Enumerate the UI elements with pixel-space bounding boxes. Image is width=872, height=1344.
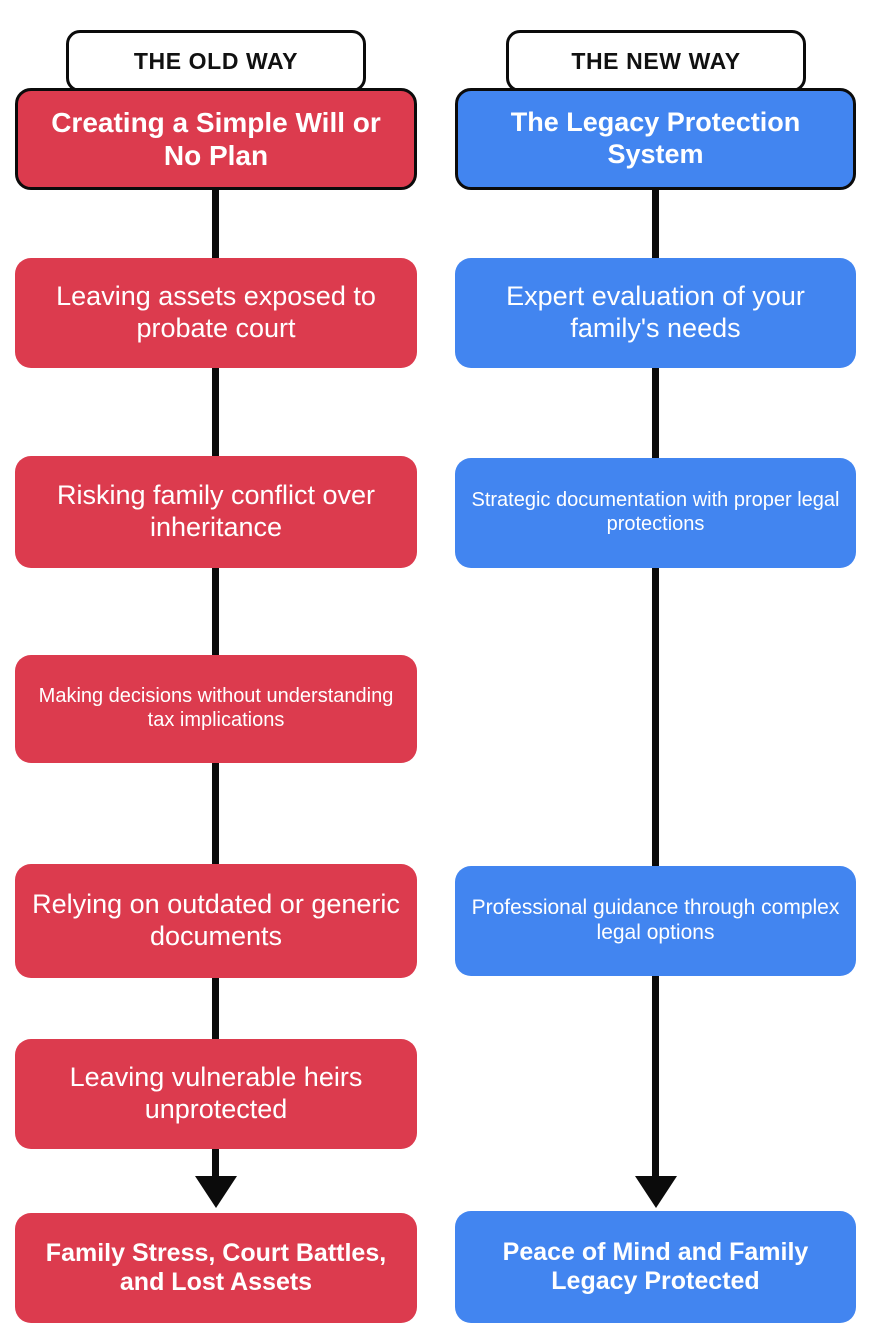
- node-new-1-label: The Legacy Protection System: [510, 107, 801, 169]
- connector-line-new-4: [652, 969, 659, 1179]
- node-old-5[interactable]: Relying on outdated or generic documents: [15, 864, 417, 978]
- connector-line-old-2: [212, 366, 219, 464]
- node-new-4[interactable]: Professional guidance through complex le…: [455, 866, 856, 976]
- connector-line-old-4: [212, 760, 219, 870]
- node-old-4[interactable]: Making decisions without understanding t…: [15, 655, 417, 763]
- tab-old-way[interactable]: THE OLD WAY: [66, 30, 366, 92]
- connector-line-old-1: [212, 186, 219, 264]
- node-old-7-label: Family Stress, Court Battles, and Lost A…: [45, 1238, 387, 1297]
- tab-new-way[interactable]: THE NEW WAY: [506, 30, 806, 92]
- node-old-2-label: Leaving assets exposed to probate court: [56, 281, 376, 343]
- tab-new-way-label: THE NEW WAY: [571, 47, 741, 74]
- tab-old-way-label: THE OLD WAY: [133, 47, 299, 74]
- node-old-2[interactable]: Leaving assets exposed to probate court: [15, 258, 417, 368]
- node-new-2-label: Expert evaluation of your family's needs: [506, 281, 805, 343]
- node-old-6[interactable]: Leaving vulnerable heirs unprotected: [15, 1039, 417, 1149]
- node-new-5[interactable]: Peace of Mind and Family Legacy Protecte…: [455, 1211, 856, 1323]
- arrowhead-old: [195, 1176, 237, 1208]
- arrowhead-new: [635, 1176, 677, 1208]
- connector-line-new-2: [652, 366, 659, 464]
- old-way-column: THE OLD WAY Creating a Simple Will or No…: [0, 0, 432, 1344]
- node-old-4-label: Making decisions without understanding t…: [38, 685, 394, 731]
- node-new-1[interactable]: The Legacy Protection System: [455, 88, 856, 190]
- new-way-column: THE NEW WAY The Legacy Protection System…: [440, 0, 872, 1344]
- node-new-5-label: Peace of Mind and Family Legacy Protecte…: [502, 1237, 809, 1296]
- connector-line-old-6: [212, 1146, 219, 1188]
- node-new-3[interactable]: Strategic documentation with proper lega…: [455, 458, 856, 568]
- node-new-4-label: Professional guidance through complex le…: [471, 896, 840, 944]
- node-old-3[interactable]: Risking family conflict over inheritance: [15, 456, 417, 568]
- connector-line-old-5: [212, 968, 219, 1040]
- node-old-3-label: Risking family conflict over inheritance: [56, 480, 376, 542]
- node-old-5-label: Relying on outdated or generic documents: [32, 889, 400, 951]
- node-old-6-label: Leaving vulnerable heirs unprotected: [69, 1062, 363, 1124]
- node-old-1[interactable]: Creating a Simple Will or No Plan: [15, 88, 417, 190]
- connector-line-new-3: [652, 565, 659, 871]
- connector-line-new-1: [652, 186, 659, 264]
- node-old-7[interactable]: Family Stress, Court Battles, and Lost A…: [15, 1213, 417, 1323]
- connector-line-old-3: [212, 565, 219, 657]
- node-new-2[interactable]: Expert evaluation of your family's needs: [455, 258, 856, 368]
- node-new-3-label: Strategic documentation with proper lega…: [471, 489, 840, 535]
- node-old-1-label: Creating a Simple Will or No Plan: [51, 106, 381, 171]
